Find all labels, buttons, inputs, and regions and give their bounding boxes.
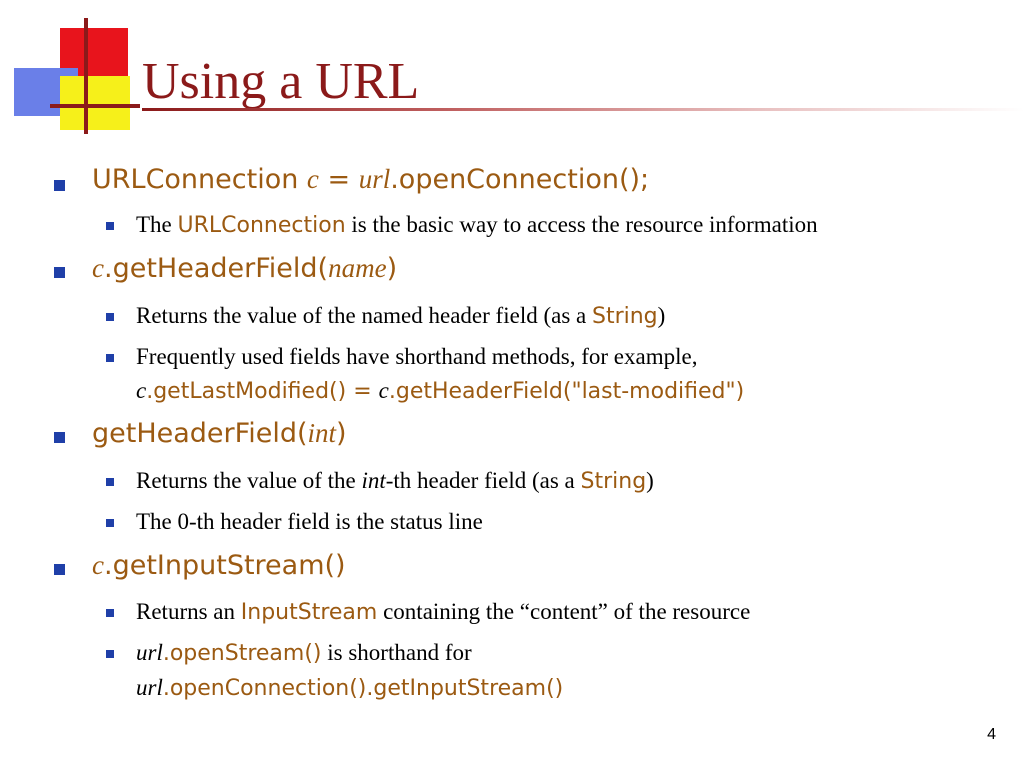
sub-bullet-returns-named-value: Returns the value of the named header fi… [136,303,666,329]
sub-bullet-marker [106,222,114,230]
bullet-get-header-field-int: getHeaderField(int) [92,418,347,449]
sub-bullet-marker [106,354,114,362]
slide-title: Using a URL [142,53,420,110]
bullet-get-input-stream: c.getInputStream() [92,550,346,581]
bullet-marker [54,432,65,443]
slide-logo-decoration [14,18,140,134]
sub-bullet-status-line: The 0-th header field is the status line [136,509,483,534]
sub-bullet-url-connection-desc: The URLConnection is the basic way to ac… [136,212,818,238]
sub-bullet-marker [106,519,114,527]
sub-bullet-returns-int-th-value: Returns the value of the int-th header f… [136,468,654,494]
page-number: 4 [987,726,996,743]
bullet-marker [54,564,65,575]
sub-bullet-open-stream-shorthand: url.openStream() is shorthand for url.op… [136,640,564,701]
bullet-marker [54,267,65,278]
title-underline [142,108,1024,111]
sub-bullet-returns-input-stream: Returns an InputStream containing the “c… [136,599,751,625]
sub-bullet-marker [106,478,114,486]
sub-bullet-marker [106,313,114,321]
sub-bullet-marker [106,609,114,617]
sub-bullet-shorthand-methods: Frequently used fields have shorthand me… [136,344,745,404]
bullet-marker [54,180,65,191]
sub-bullet-marker [106,650,114,658]
bullet-url-connection: URLConnection c = url.openConnection(); [92,164,650,195]
bullet-get-header-field-name: c.getHeaderField(name) [92,253,398,284]
